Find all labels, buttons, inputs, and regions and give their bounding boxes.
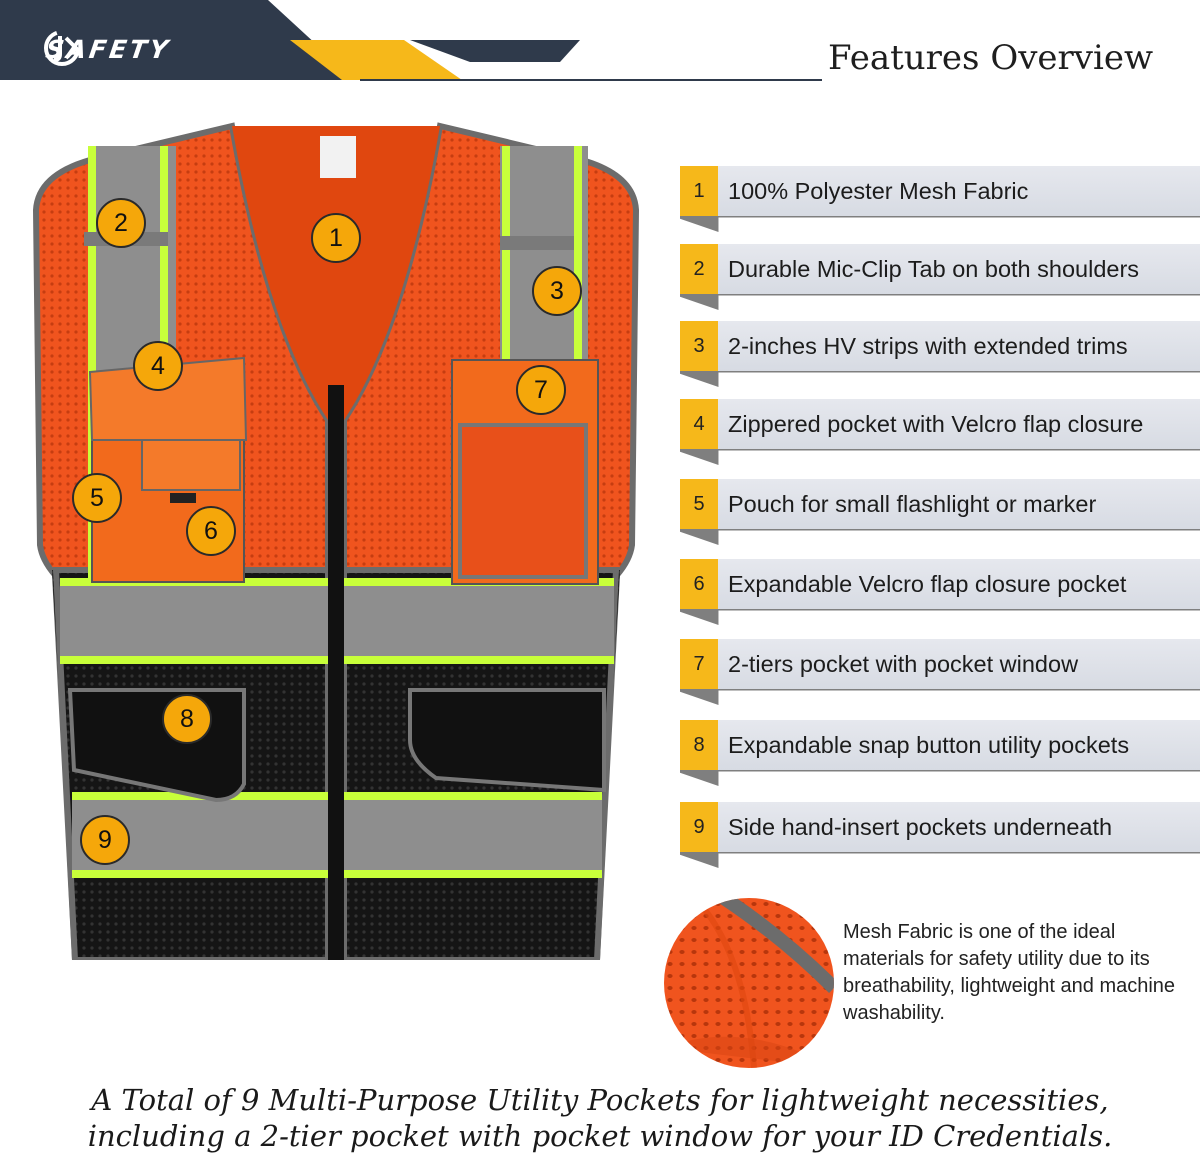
vest-marker-7: 7 [516,365,566,415]
feature-label: 2-tiers pocket with pocket window [728,650,1079,677]
feature-item: 3 2-inches HV strips with extended trims [680,321,1200,401]
feature-item: 5 Pouch for small flashlight or marker [680,479,1200,559]
vest-marker-6: 6 [186,506,236,556]
feature-label: Side hand-insert pockets underneath [728,813,1113,840]
brand-logo-icon [44,30,80,66]
feature-number: 2 [680,244,718,294]
feature-number: 9 [680,802,718,852]
feature-label: Zippered pocket with Velcro flap closure [728,410,1144,437]
feature-item: 7 2-tiers pocket with pocket window [680,639,1200,719]
vest-marker-2: 2 [96,198,146,248]
header-banner: SAFETY Features Overview [0,0,1200,120]
feature-item: 9 Side hand-insert pockets underneath [680,802,1200,882]
feature-number: 8 [680,720,718,770]
feature-label: 2-inches HV strips with extended trims [728,332,1128,359]
brand-logo: SAFETY [42,28,173,70]
feature-label: Pouch for small flashlight or marker [728,490,1097,517]
feature-item: 4 Zippered pocket with Velcro flap closu… [680,399,1200,479]
footer-line-1: A Total of 9 Multi-Purpose Utility Pocke… [91,1083,1109,1117]
vest-marker-3: 3 [532,266,582,316]
vest-marker-8: 8 [162,694,212,744]
feature-number: 6 [680,559,718,609]
feature-label: Expandable Velcro flap closure pocket [728,570,1127,597]
vest-marker-5: 5 [72,473,122,523]
vest-marker-9: 9 [80,815,130,865]
brand-name: SAFETY [43,34,173,64]
mesh-fabric-note: Mesh Fabric is one of the ideal material… [843,921,1176,1024]
feature-label: Durable Mic-Clip Tab on both shoulders [728,255,1140,282]
mesh-fabric-closeup [664,898,834,1068]
feature-item: 1 100% Polyester Mesh Fabric [680,166,1200,246]
vest-illustration: 1 2 3 4 5 6 7 8 9 [0,110,660,963]
footer-caption: A Total of 9 Multi-Purpose Utility Pocke… [0,1082,1200,1154]
vest-marker-4: 4 [133,341,183,391]
feature-number: 7 [680,639,718,689]
feature-item: 8 Expandable snap button utility pockets [680,720,1200,800]
header-shapes [0,0,822,81]
feature-number: 5 [680,479,718,529]
footer-line-2: including a 2-tier pocket with pocket wi… [87,1119,1113,1153]
vest-marker-1: 1 [311,213,361,263]
feature-item: 2 Durable Mic-Clip Tab on both shoulders [680,244,1200,324]
feature-label: 100% Polyester Mesh Fabric [728,177,1029,204]
page-title: Features Overview [828,38,1154,78]
feature-number: 4 [680,399,718,449]
feature-number: 3 [680,321,718,371]
feature-item: 6 Expandable Velcro flap closure pocket [680,559,1200,639]
vest-drawing [32,122,640,963]
feature-number: 1 [680,166,718,216]
feature-label: Expandable snap button utility pockets [728,731,1130,758]
